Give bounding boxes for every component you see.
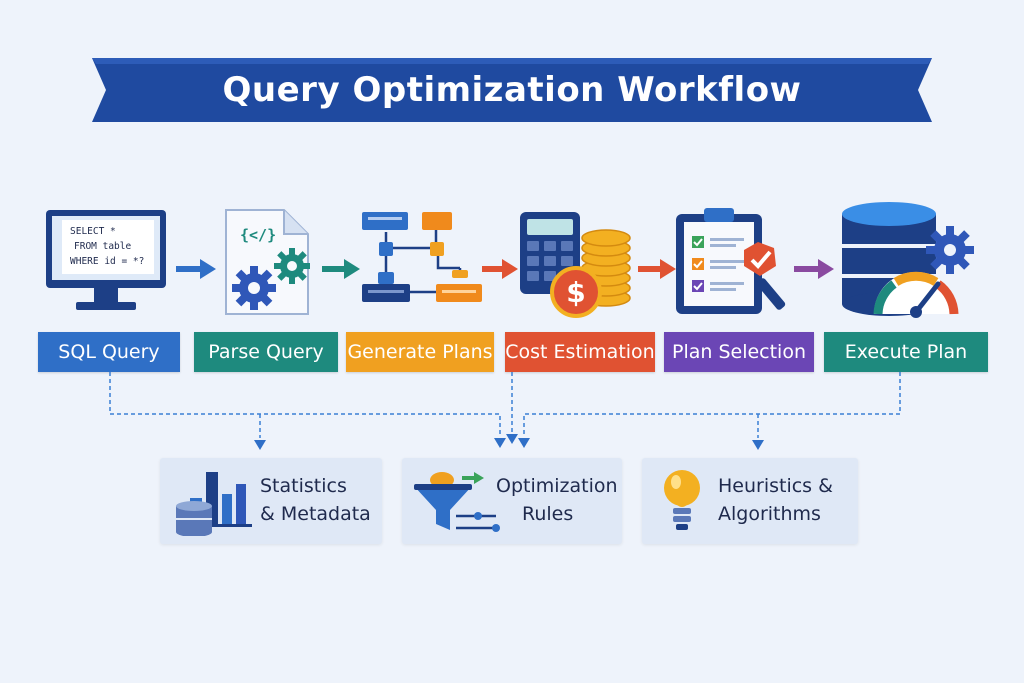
flowchart-icon bbox=[360, 208, 486, 312]
step-parse-query: Parse Query bbox=[194, 332, 338, 372]
arrow-right-icon bbox=[638, 259, 676, 279]
document-gears-icon: {</} bbox=[222, 208, 314, 318]
bar-chart-database-icon bbox=[176, 472, 252, 536]
arrow-right-icon bbox=[482, 259, 518, 279]
svg-text:$: $ bbox=[566, 276, 585, 309]
card-optimization-rules: Optimization Rules bbox=[402, 458, 622, 544]
card-statistics-line2: & Metadata bbox=[260, 503, 371, 525]
database-gauge-icon bbox=[838, 200, 978, 318]
code-glyph: {</} bbox=[240, 226, 277, 244]
card-optimization-line2: Rules bbox=[522, 503, 574, 525]
arrow-right-icon bbox=[794, 259, 834, 279]
lightbulb-icon bbox=[664, 470, 700, 530]
calculator-coins-icon: $ bbox=[518, 210, 634, 320]
card-heuristics-line2: Algorithms bbox=[718, 503, 821, 525]
step-generate-plans: Generate Plans bbox=[346, 332, 494, 372]
monitor-sql-icon: SELECT * FROM table WHERE id = *? bbox=[44, 208, 168, 318]
funnel-icon bbox=[414, 472, 500, 532]
sql-code-line-2: FROM table bbox=[74, 241, 132, 252]
title-banner: Query Optimization Workflow bbox=[92, 58, 932, 122]
step-sql-query: SQL Query bbox=[38, 332, 180, 372]
checklist-icon bbox=[672, 204, 798, 318]
step-plan-selection: Plan Selection bbox=[664, 332, 814, 372]
card-heuristics-line1: Heuristics & bbox=[718, 475, 833, 497]
step-execute-plan: Execute Plan bbox=[824, 332, 988, 372]
card-heuristics-algorithms: Heuristics & Algorithms bbox=[642, 458, 858, 544]
card-statistics-metadata: Statistics & Metadata bbox=[160, 458, 382, 544]
card-optimization-line1: Optimization bbox=[496, 475, 618, 497]
arrow-right-icon bbox=[322, 259, 360, 279]
sql-code-line-3: WHERE id = *? bbox=[70, 256, 145, 267]
sql-code-line-1: SELECT * bbox=[70, 226, 116, 237]
page-title: Query Optimization Workflow bbox=[222, 70, 802, 110]
card-statistics-line1: Statistics bbox=[260, 475, 347, 497]
arrow-right-icon bbox=[176, 259, 216, 279]
step-cost-estimation: Cost Estimation bbox=[505, 332, 655, 372]
